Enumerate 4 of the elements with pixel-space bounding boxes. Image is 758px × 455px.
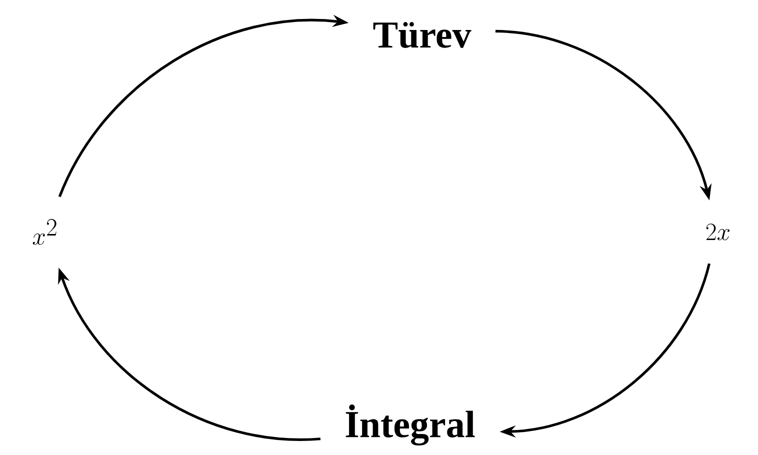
term-label: İntegral xyxy=(346,404,475,446)
math-label: $x^2$ xyxy=(32,219,56,245)
term-label: Türev xyxy=(373,22,472,48)
math-label: $2x$ xyxy=(706,224,730,240)
